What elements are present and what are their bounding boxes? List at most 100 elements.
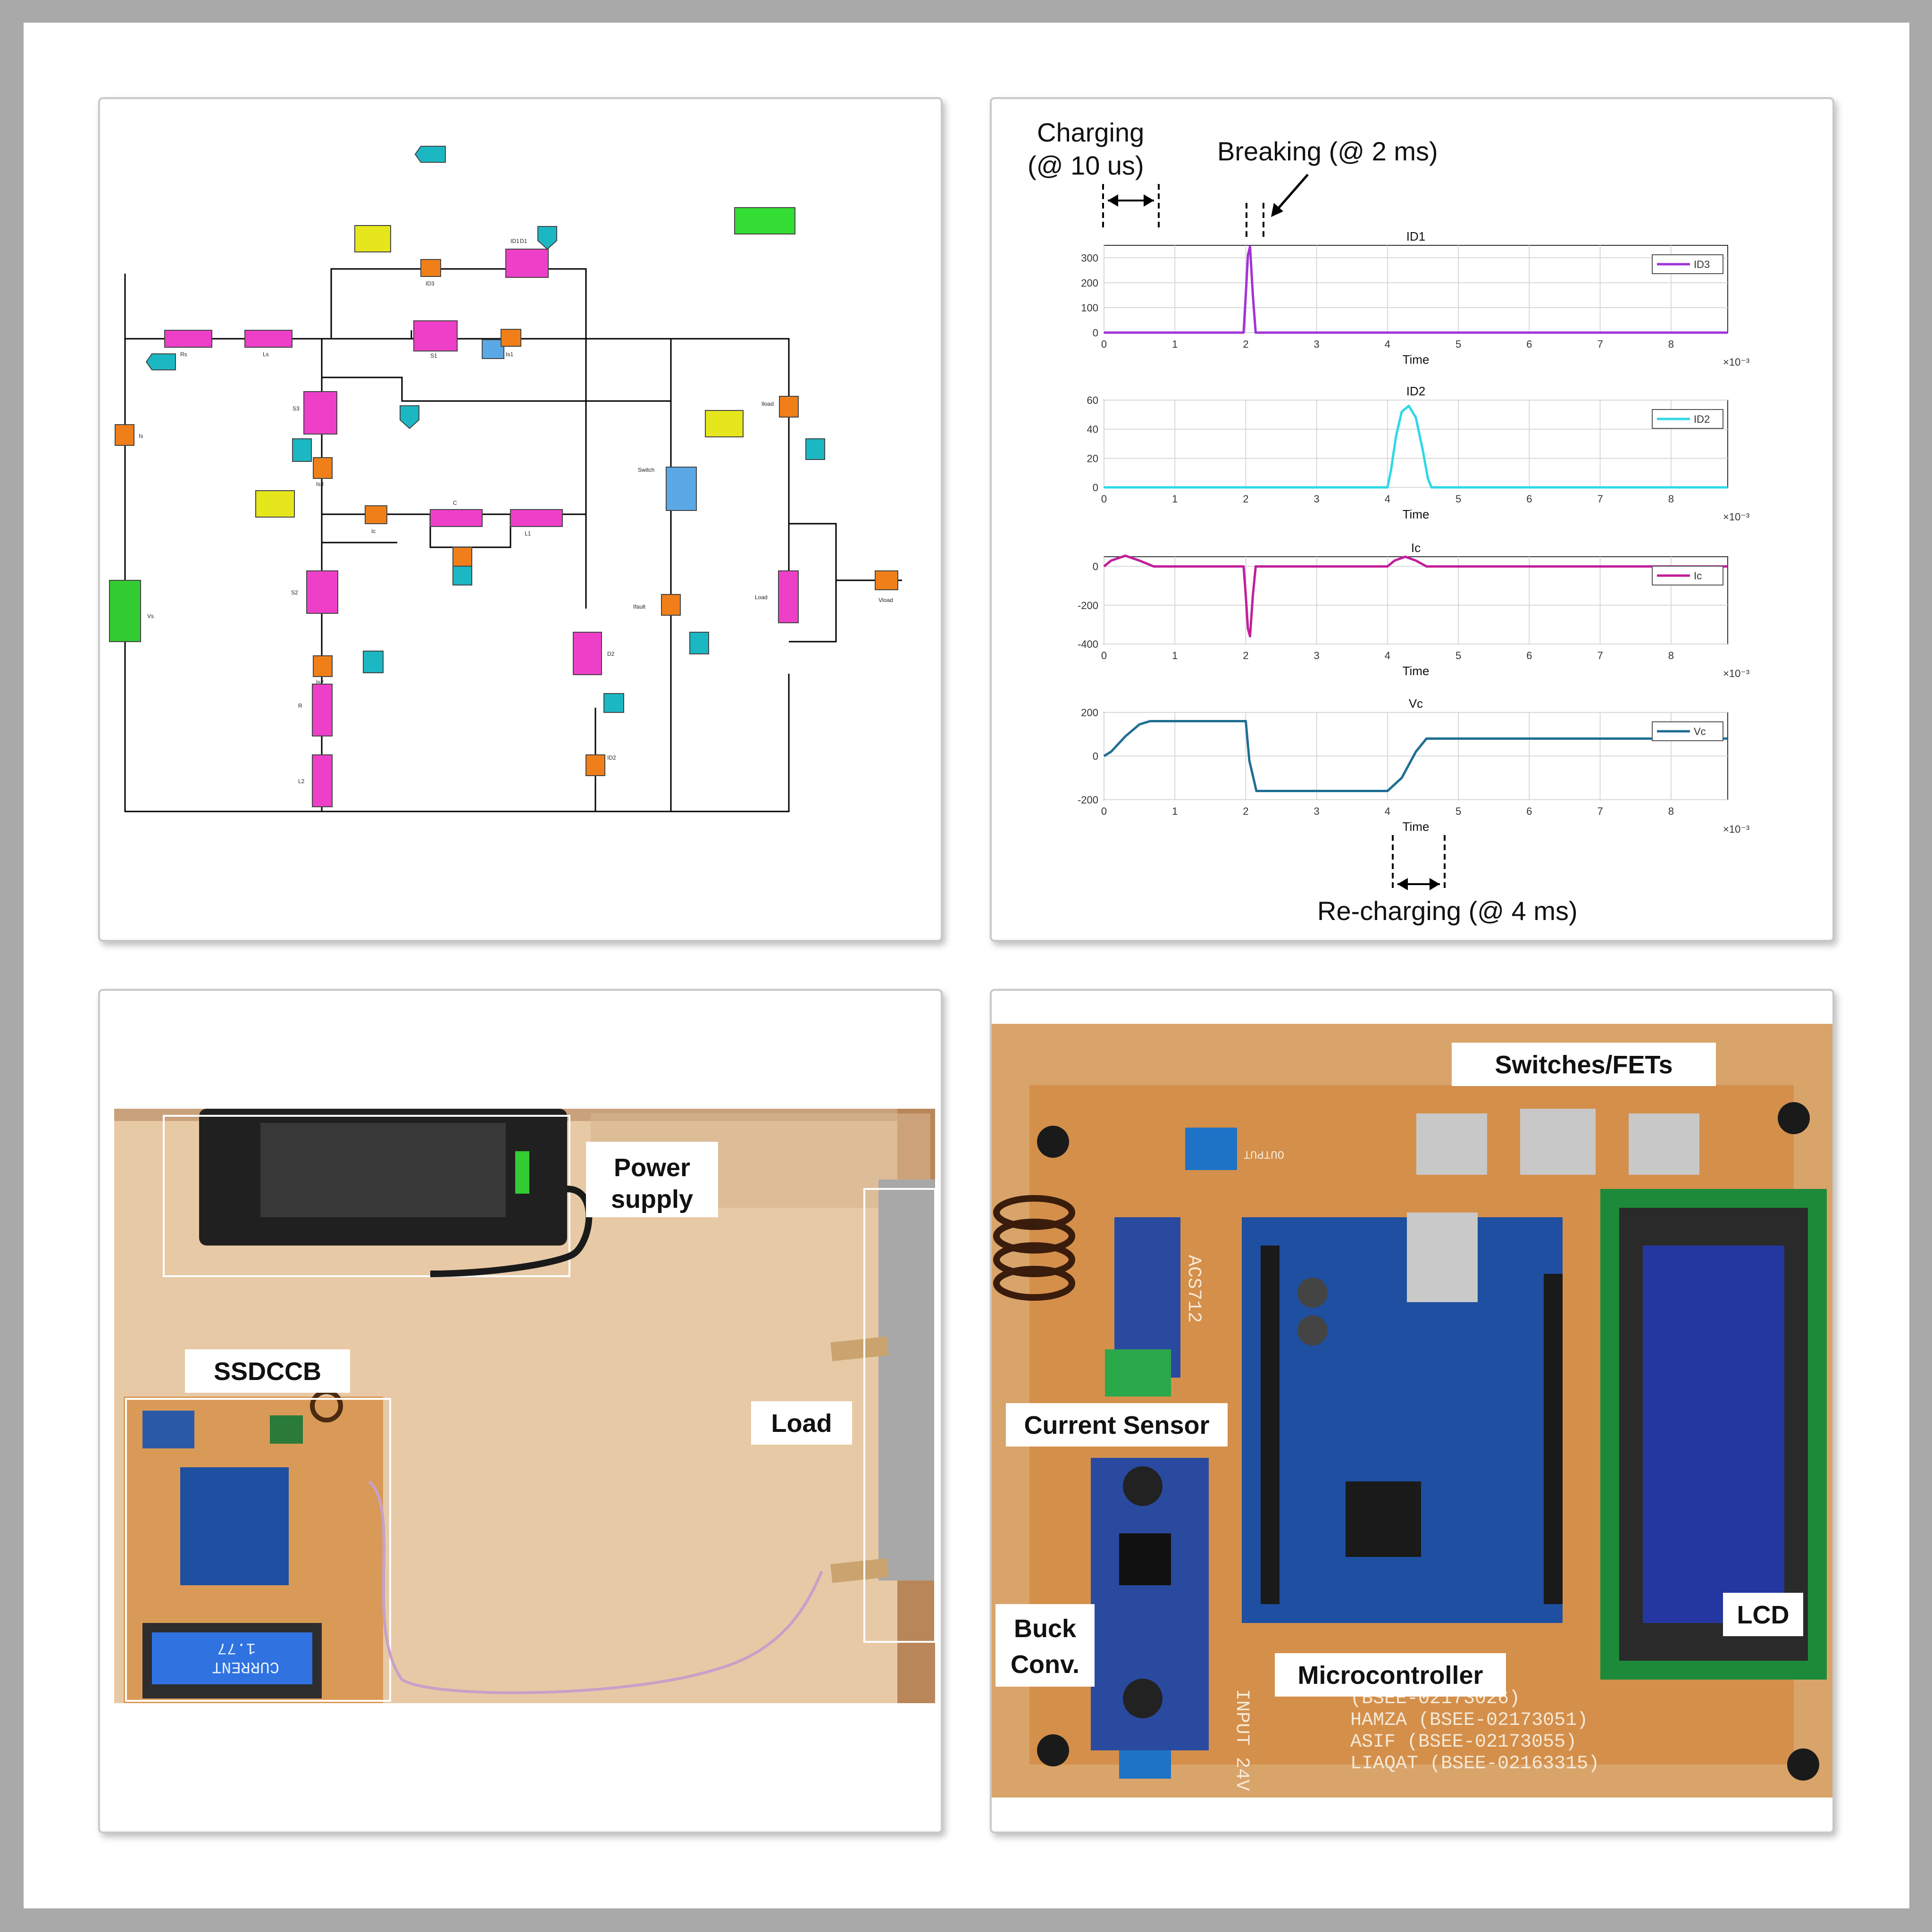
x-tick-label: 1: [1172, 650, 1178, 661]
thyristor-s3: [303, 391, 337, 435]
microcontroller-tag: [1275, 1653, 1506, 1697]
charging-label-1: Charging: [1037, 117, 1144, 147]
goto-tag-is2: [363, 651, 384, 673]
powergui-continuous: [734, 207, 795, 234]
x-tick-label: 7: [1597, 650, 1603, 661]
circuit-label: D2: [607, 651, 615, 657]
y-tick-label: 300: [1081, 252, 1098, 264]
x-tick-label: 5: [1455, 338, 1461, 350]
current-sensor-tag: [1006, 1403, 1228, 1447]
resistor-rs: [164, 330, 212, 348]
plot-title: Vc: [1409, 696, 1423, 711]
x-tick-label: 4: [1385, 493, 1390, 505]
meter-iload: [779, 396, 799, 418]
series-line: [1103, 554, 1728, 638]
inductor-l2: [312, 754, 333, 807]
recharging-marker: [1392, 835, 1446, 892]
circuit-label: Is1: [506, 351, 513, 358]
x-axis-exponent: ×10⁻³: [1723, 356, 1749, 368]
power-supply-highlight: [163, 1115, 570, 1277]
circuit-label: Iload: [761, 401, 774, 407]
y-tick-label: 20: [1087, 452, 1098, 464]
arduino-board: [1242, 1217, 1563, 1623]
y-tick-label: -400: [1078, 638, 1098, 650]
gain-block: [482, 339, 504, 359]
circuit-label: Vload: [878, 597, 893, 603]
circuit-label: Rs: [180, 351, 187, 358]
load-resistor-bank: [878, 1179, 935, 1581]
circuit-labels: ID1D1ID3ContinuousRsLsS1Is1S3Is3IcCL1IsV…: [139, 217, 893, 785]
y-tick-label: 0: [1093, 327, 1098, 339]
x-tick-label: 2: [1243, 650, 1248, 661]
x-tick-label: 0: [1101, 650, 1107, 661]
lcd-text: LCD: [1737, 1601, 1790, 1629]
x-axis-label: Time: [1403, 820, 1430, 834]
circuit-label: Ic: [371, 528, 376, 535]
silkscreen-names: (BSEE-02173026)HAMZA (BSEE-02173051)ASIF…: [1350, 1688, 1599, 1774]
circuit-wires: [124, 268, 902, 812]
x-tick-label: 4: [1385, 805, 1390, 817]
circuit-diagram: ID1D1ID3ContinuousRsLsS1Is1S3Is3IcCL1IsV…: [109, 146, 902, 812]
circuit-label: Is3: [316, 481, 324, 487]
waveform-plots: Charging (@ 10 us) Breaking (@ 2 ms) Re-…: [1028, 117, 1749, 926]
legend-label: ID2: [1694, 413, 1710, 425]
series-line: [1104, 404, 1728, 489]
resistor-load: [778, 570, 799, 623]
y-tick-label: 0: [1093, 561, 1098, 573]
setup-photo-panel: CURRENT 1.77 Power supply SSDCCB Load: [98, 989, 943, 1833]
fet-heatsink-1: [1416, 1113, 1487, 1175]
x-tick-label: 7: [1597, 338, 1603, 350]
plot-frame: [1104, 400, 1728, 488]
y-tick-label: 0: [1093, 751, 1098, 762]
load-tag: [751, 1401, 852, 1445]
goto-tag-ifault: [689, 632, 709, 654]
meter-ic: [365, 505, 387, 524]
y-tick-label: 60: [1087, 394, 1098, 406]
goto-tag-is3: [292, 438, 312, 462]
y-tick-label: -200: [1078, 600, 1098, 611]
ideal-switch: [666, 467, 697, 511]
x-tick-label: 8: [1668, 338, 1674, 350]
circuit-label: D1: [520, 238, 527, 244]
goto-tag-is: [145, 353, 176, 370]
silk-input: INPUT 24V: [1231, 1689, 1252, 1791]
buck-conv-text-2: Conv.: [1011, 1650, 1079, 1679]
setup-photo: CURRENT 1.77 Power supply SSDCCB Load: [114, 1109, 936, 1703]
circuit-label: L1: [525, 530, 531, 537]
plot-title: ID2: [1406, 384, 1425, 398]
meter-is: [115, 424, 134, 446]
goto-tag-iload: [805, 438, 825, 460]
y-tick-label: 100: [1081, 302, 1098, 314]
ssdccb-text: SSDCCB: [214, 1357, 321, 1386]
x-tick-label: 5: [1455, 493, 1461, 505]
x-tick-label: 0: [1101, 338, 1107, 350]
inductor-l1: [510, 509, 563, 527]
dc-source-vs: [109, 580, 141, 642]
fet-heatsink-3: [1629, 1113, 1699, 1175]
x-tick-label: 2: [1243, 805, 1248, 817]
board-photo-panel: ACS712 OUTPUT INPUT 24V (BSEE-02173026)H…: [990, 989, 1834, 1833]
x-tick-label: 3: [1314, 805, 1320, 817]
inductor-coil: [993, 1195, 1075, 1301]
silk-output: OUTPUT: [1244, 1147, 1284, 1160]
connection-cable: [368, 1480, 823, 1694]
x-tick-label: 5: [1455, 650, 1461, 661]
legend-label: ID3: [1694, 259, 1710, 270]
fet-heatsink-2: [1520, 1109, 1596, 1175]
board-photo: ACS712 OUTPUT INPUT 24V (BSEE-02173026)H…: [992, 1024, 1832, 1798]
circuit-label: S3: [293, 405, 300, 412]
goto-tag-id2: [603, 693, 624, 713]
goto-tag-is1: [537, 226, 557, 250]
thyristor-s2: [306, 570, 338, 614]
meter-vc: [452, 547, 472, 569]
x-axis-exponent: ×10⁻³: [1723, 511, 1749, 523]
thyristor-s1: [413, 320, 458, 351]
x-tick-label: 8: [1668, 805, 1674, 817]
meter-vload: [875, 570, 898, 590]
charging-marker: [1102, 184, 1160, 231]
constant-block-1: [354, 225, 391, 252]
x-tick-label: 3: [1314, 338, 1320, 350]
circuit-label: L2: [298, 778, 305, 785]
meter-is2: [313, 655, 333, 677]
